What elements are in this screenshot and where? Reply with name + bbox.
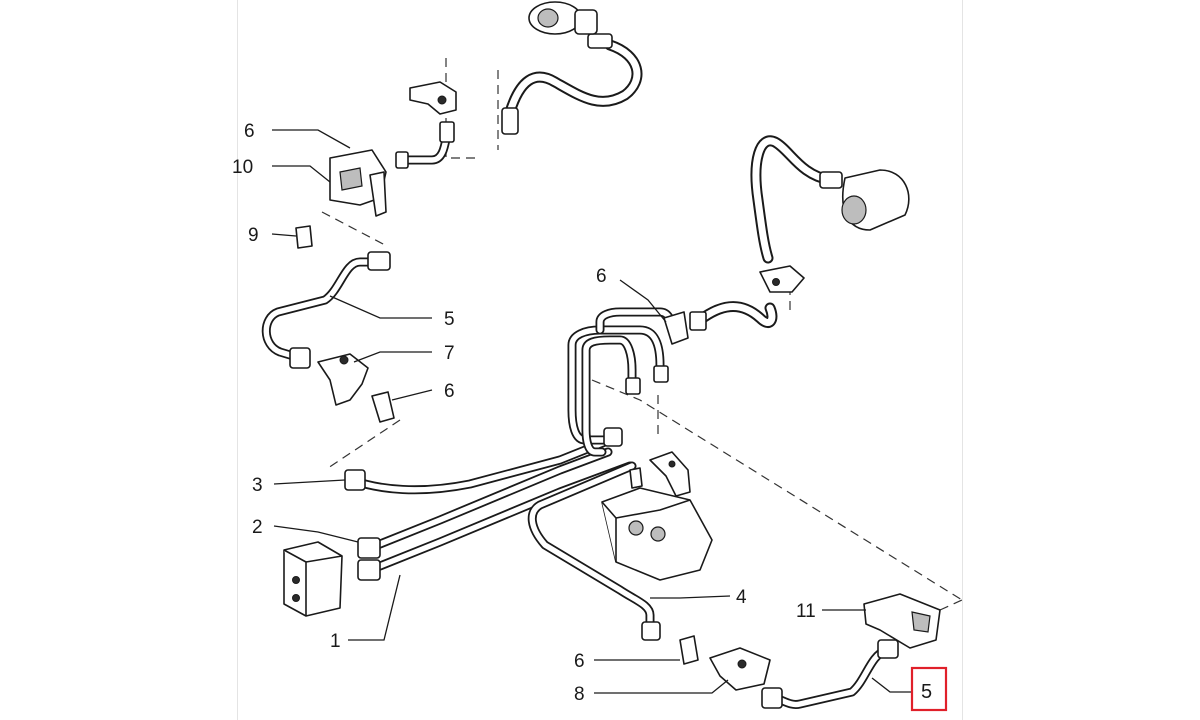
highlighted-callout-5[interactable]: 5 (910, 666, 948, 712)
pipe-4 (527, 461, 699, 665)
callout-5-highlight: 5 (921, 681, 932, 703)
left-pipe-5 (261, 251, 391, 369)
callout-3: 3 (252, 475, 263, 496)
highlight-box (910, 666, 948, 712)
callout-5-left: 5 (444, 309, 455, 330)
right-hose-assembly (689, 135, 910, 331)
callout-6-mid-left: 6 (444, 381, 455, 402)
callout-11: 11 (796, 601, 816, 622)
pressure-regulator-valve (601, 451, 713, 581)
lower-right-pipe-5 (709, 593, 941, 709)
callout-9: 9 (248, 225, 259, 246)
callout-1: 1 (330, 631, 341, 652)
callout-6-bottom: 6 (574, 651, 585, 672)
callout-4: 4 (736, 587, 747, 608)
callout-leaders (271, 129, 918, 694)
callout-8: 8 (574, 684, 585, 705)
callout-2: 2 (252, 517, 263, 538)
upper-hose-assembly (395, 1, 643, 169)
callout-labels: 6 10 9 5 7 6 6 3 2 1 4 11 6 8 (232, 121, 816, 705)
callout-7: 7 (444, 343, 455, 364)
callout-10: 10 (232, 157, 253, 178)
left-brackets (295, 149, 395, 423)
callout-6-top: 6 (244, 121, 255, 142)
callout-6-center: 6 (596, 266, 607, 287)
junction-block (283, 541, 343, 617)
